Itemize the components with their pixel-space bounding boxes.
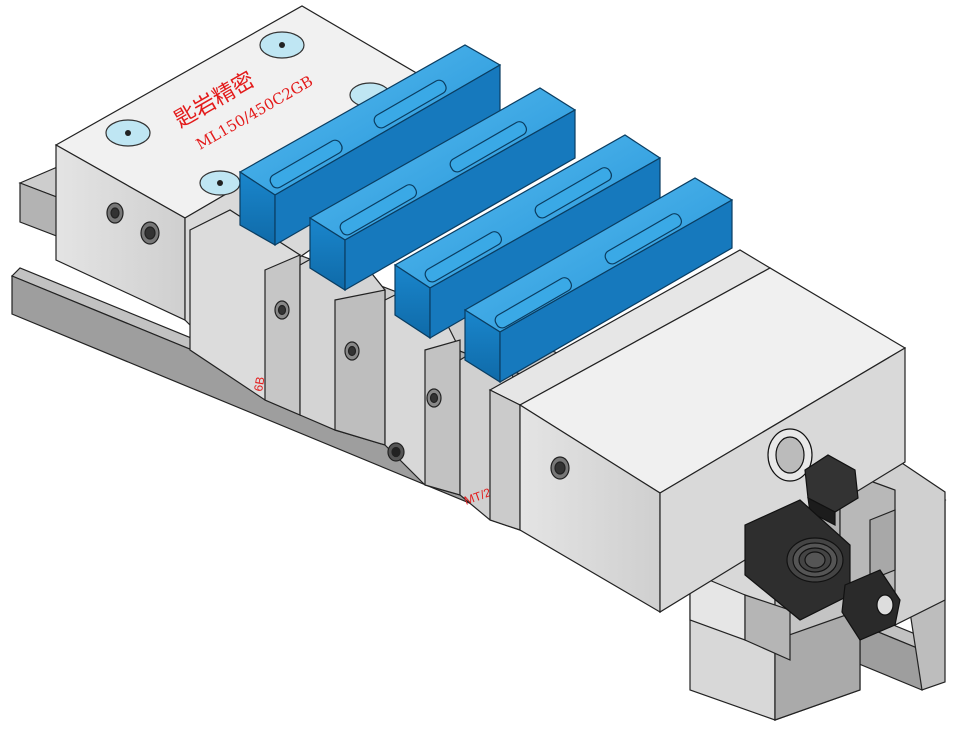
side-mark-left: 6B	[251, 376, 267, 393]
locator-hole-icon	[199, 170, 241, 196]
tapped-hole-icon	[140, 221, 160, 245]
screw-threads	[786, 537, 844, 583]
tapped-hole-icon	[426, 388, 442, 408]
jaw-pocket	[424, 231, 503, 283]
jaw-pocket	[494, 277, 573, 329]
clamp-screw-icon[interactable]	[744, 428, 901, 641]
tapped-holes-jaws	[274, 300, 442, 462]
tapped-hole-icon	[550, 456, 570, 480]
hex-nut-icon[interactable]	[804, 454, 859, 526]
jaw-pocket	[373, 79, 447, 129]
jaw-pocket	[604, 213, 683, 265]
jaw-pocket	[269, 139, 343, 189]
tapped-hole-icon	[387, 442, 405, 462]
tapped-hole-icon	[274, 300, 290, 320]
locator-hole-icon	[105, 119, 151, 147]
tapped-hole-icon	[344, 341, 360, 361]
soft-jaw-4	[463, 177, 734, 384]
soft-jaw-2	[308, 87, 577, 292]
tapped-hole-icon	[106, 202, 124, 224]
locator-hole-icon	[259, 31, 305, 59]
soft-jaw-1	[238, 44, 502, 247]
jaw-pocket	[449, 121, 528, 173]
soft-jaw-3	[393, 134, 662, 340]
jaw-base-strip	[488, 249, 772, 531]
jaw-pocket	[339, 184, 418, 236]
jaw-pocket	[534, 167, 613, 219]
jaw-plates	[189, 209, 521, 531]
